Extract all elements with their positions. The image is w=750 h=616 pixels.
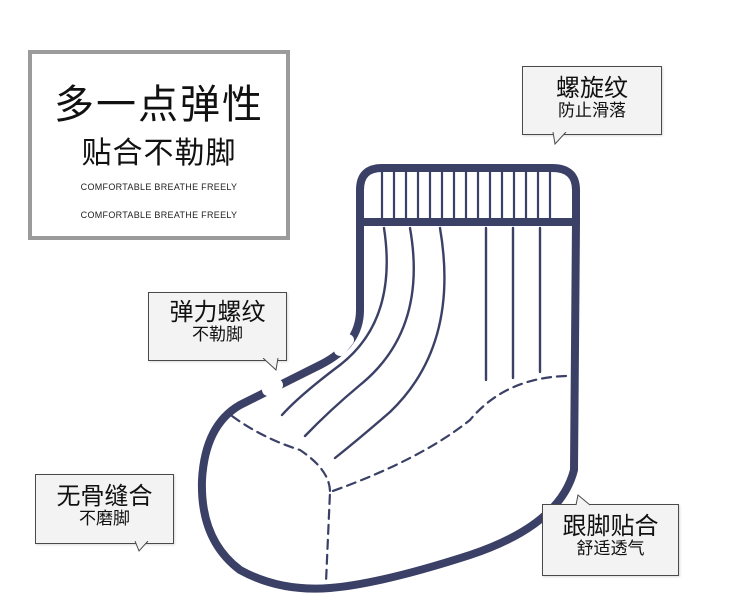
- title-english-line-2: COMFORTABLE BREATHE FREELY: [80, 210, 238, 220]
- cuff-ribs: [380, 170, 552, 220]
- sock-cuff: [356, 164, 580, 226]
- callout-heel-title: 跟脚贴合: [562, 512, 659, 540]
- callout-seamless-title: 无骨缝合: [56, 482, 153, 510]
- callout-seamless-subtitle: 不磨脚: [79, 509, 130, 530]
- title-box: 多一点弹性 贴合不勒脚 COMFORTABLE BREATHE FREELY C…: [28, 50, 290, 240]
- callout-elastic-title: 弹力螺纹: [169, 298, 266, 326]
- leg-ribs: [280, 226, 542, 460]
- callout-spiral-title: 螺旋纹: [556, 74, 628, 102]
- callout-spiral: 螺旋纹 防止滑落: [522, 66, 662, 135]
- callout-heel: 跟脚贴合 舒适透气: [542, 504, 679, 576]
- callout-elastic-pointer: [262, 358, 279, 371]
- title-english-line-1: COMFORTABLE BREATHE FREELY: [80, 182, 238, 192]
- callout-spiral-subtitle: 防止滑落: [558, 101, 626, 122]
- callout-heel-subtitle: 舒适透气: [576, 539, 645, 560]
- toe-seam: [230, 414, 332, 494]
- title-main: 多一点弹性: [54, 82, 264, 128]
- heel-seam: [324, 374, 568, 584]
- callout-elastic-subtitle: 不勒脚: [192, 325, 243, 346]
- title-sub: 贴合不勒脚: [81, 136, 237, 171]
- callout-seamless: 无骨缝合 不磨脚: [35, 474, 174, 544]
- callout-spiral-pointer: [552, 132, 567, 146]
- callout-elastic: 弹力螺纹 不勒脚: [148, 292, 287, 361]
- callout-seamless-pointer: [134, 541, 149, 552]
- callout-heel-pointer: [575, 494, 591, 506]
- sock-body-outline: [197, 218, 580, 593]
